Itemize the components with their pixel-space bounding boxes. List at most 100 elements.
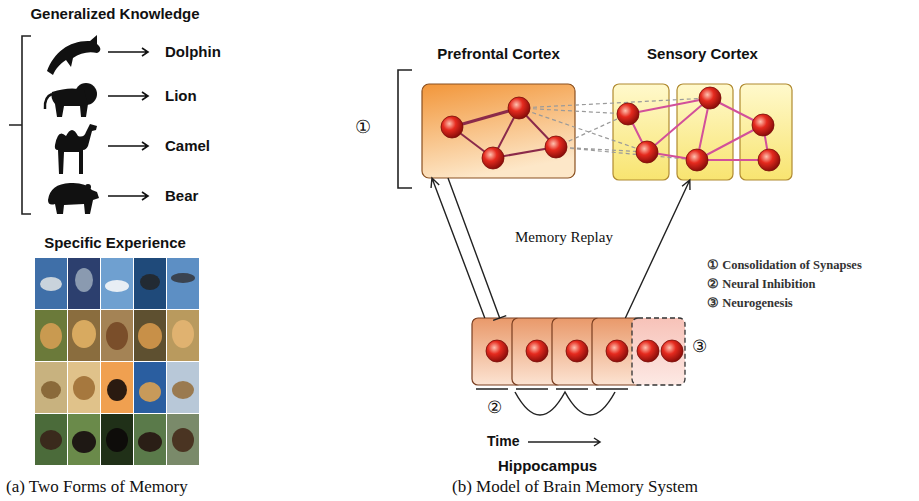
photo-grid <box>72 431 96 453</box>
hippocampus: Hippocampus <box>472 318 685 385</box>
photo-grid <box>68 258 100 309</box>
time-arrow <box>528 438 600 446</box>
photo-grid <box>172 320 194 348</box>
dashed-link <box>519 98 710 160</box>
photo-grid <box>171 273 195 283</box>
bracket <box>9 36 31 214</box>
neuron <box>661 340 683 362</box>
animal-silhouette <box>51 88 88 117</box>
prefrontal-cortex: Prefrontal Cortex <box>422 84 575 178</box>
photo-grid <box>73 376 95 400</box>
neuron <box>441 116 463 138</box>
caption: (a) Two Forms of Memory <box>6 477 188 497</box>
photo-grid <box>107 379 127 401</box>
caption: (b) Model of Brain Memory System <box>452 477 698 497</box>
photo-grid <box>68 310 100 361</box>
photo-grid <box>139 382 161 402</box>
photo-grid <box>101 258 133 309</box>
arrow <box>108 48 148 200</box>
photo-grid <box>75 268 93 292</box>
class-name: Camel <box>165 137 210 155</box>
photo-grid <box>134 362 166 413</box>
neuron <box>617 103 639 125</box>
neuron <box>636 141 658 163</box>
neuron <box>545 136 567 158</box>
cortex-box <box>422 84 575 178</box>
photo-grid <box>35 258 67 309</box>
photo-grid <box>140 274 160 290</box>
photo-grid <box>106 322 128 350</box>
neuron <box>508 97 530 119</box>
photo-grid <box>40 430 62 450</box>
region-heading: Hippocampus <box>498 457 597 474</box>
region-heading: Prefrontal Cortex <box>422 45 575 62</box>
photo-grid <box>138 432 162 452</box>
callout-number: ③ <box>692 337 707 357</box>
photo-grid <box>167 362 199 413</box>
neuron <box>486 340 683 362</box>
photo-grid <box>106 428 128 452</box>
photo-grid <box>40 277 62 291</box>
sensory-cortex: Sensory Cortex <box>612 84 793 180</box>
connector <box>625 180 690 318</box>
section-heading: Specific Experience <box>44 234 186 252</box>
neuron <box>637 340 659 362</box>
legend-note: ② Neural Inhibition <box>707 277 816 292</box>
process-label: Memory Replay <box>515 228 613 246</box>
cortex-box <box>613 84 792 180</box>
animal-silhouette <box>45 94 52 109</box>
photo-grid <box>40 323 62 349</box>
photo-grid <box>134 310 166 361</box>
photo-grid <box>167 258 199 309</box>
animal-silhouette <box>47 35 100 75</box>
neuron <box>752 114 774 136</box>
photo-grid <box>41 381 61 399</box>
legend-note: ① Consolidation of Synapses <box>707 258 862 273</box>
cortex-box <box>613 84 669 180</box>
photo-grid <box>101 362 133 413</box>
callout-number: ① <box>355 117 371 139</box>
photo-grid <box>35 362 67 413</box>
hippocampus-box <box>472 318 642 385</box>
section-heading: Generalized Knowledge <box>30 5 199 23</box>
region-heading: Sensory Cortex <box>612 45 793 62</box>
animal-silhouette <box>85 184 91 190</box>
synapse <box>452 108 556 158</box>
neuron <box>758 149 780 171</box>
photo-grid <box>134 414 166 465</box>
axis-label: Time <box>487 433 519 450</box>
synapse <box>452 108 556 158</box>
neuron <box>482 147 504 169</box>
class-name: Dolphin <box>165 43 221 61</box>
photo-grid <box>35 310 67 361</box>
photo-grid <box>167 414 199 465</box>
photo-grid <box>105 280 129 292</box>
neuron <box>526 340 548 362</box>
neuron <box>699 87 721 109</box>
photo-grid <box>172 428 194 452</box>
photo-grid <box>101 310 133 361</box>
photo-grid <box>72 320 96 348</box>
connector <box>448 178 506 320</box>
photo-grid <box>134 258 166 309</box>
animal-silhouette <box>55 124 97 174</box>
class-name: Bear <box>165 187 198 205</box>
animal-silhouette <box>48 183 99 214</box>
neuron <box>606 340 628 362</box>
neuron <box>486 340 508 362</box>
class-name: Lion <box>165 87 197 105</box>
photo-grid <box>35 414 67 465</box>
bracket <box>398 70 412 188</box>
animal-silhouette <box>45 35 100 214</box>
photo-grid <box>167 310 199 361</box>
neuron <box>441 87 780 171</box>
legend-note: ③ Neurogenesis <box>707 296 793 311</box>
callout-number: ② <box>487 398 502 418</box>
photo-grid <box>172 381 194 399</box>
photo-grid <box>101 414 133 465</box>
photo-grid <box>68 414 100 465</box>
neuron <box>566 340 588 362</box>
connector <box>431 178 485 318</box>
new-neuron-box <box>632 318 685 385</box>
